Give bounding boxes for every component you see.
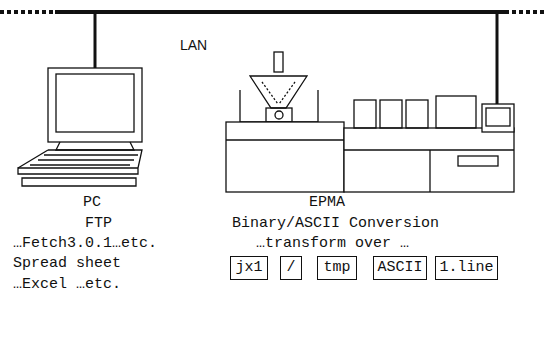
epma-icon [226,52,514,192]
network-label: LAN [180,36,207,54]
box-text: 1.line [439,259,493,277]
function-label: Binary/ASCII Conversion [232,215,439,233]
path-segment-box: 1.line [435,256,498,280]
lan-bus-dotted [0,10,55,14]
path-segment-box: jx1 [230,256,268,280]
protocol-label: FTP [85,215,112,233]
device-name: PC [83,194,101,212]
software-note: …Fetch3.0.1…etc. [13,235,157,253]
box-text: tmp [323,259,350,277]
path-segment-box: tmp [317,256,357,280]
software-label: Spread sheet [13,255,121,273]
box-text: ASCII [377,259,422,277]
pc-drop-line [94,12,97,68]
epma-drop-line [496,12,499,106]
function-note: …transform over … [256,235,409,253]
path-segment-box: ASCII [373,256,427,280]
path-segment-box: / [280,256,302,280]
lan-bus [55,10,505,14]
box-text: / [286,259,295,277]
lan-bus-dotted [505,10,547,14]
device-name: EPMA [309,194,345,212]
pc-icon [18,68,142,186]
box-text: jx1 [235,259,262,277]
software-note: …Excel …etc. [13,276,121,294]
